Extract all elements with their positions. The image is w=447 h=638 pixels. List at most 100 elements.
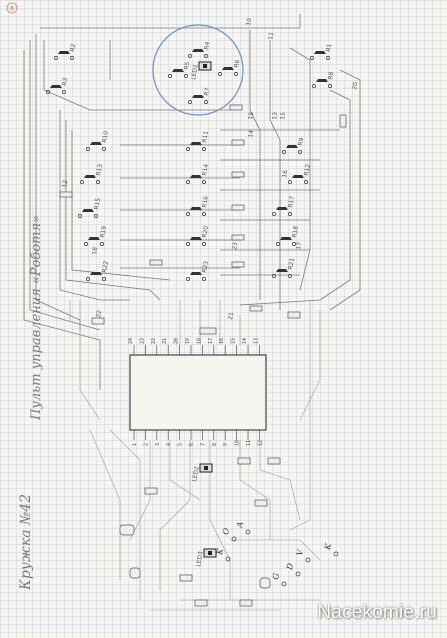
led-label: LED2 <box>191 466 201 483</box>
pin-number: 22 <box>151 338 157 344</box>
resistor <box>237 457 251 465</box>
resistor <box>254 499 268 507</box>
pin-number: 18 <box>196 338 202 344</box>
button-symbol <box>276 269 288 272</box>
button-label: R6 <box>233 59 241 68</box>
contact <box>186 242 190 246</box>
pin-number: 14 <box>242 338 248 344</box>
pin-number: 12 <box>257 440 263 446</box>
button-symbol <box>276 207 288 210</box>
edge-number: 23 <box>231 241 239 250</box>
connector-label: K <box>215 547 225 556</box>
page-number-circle <box>6 2 18 14</box>
button-symbol <box>88 237 100 240</box>
contact <box>80 180 84 184</box>
resistor <box>249 305 263 312</box>
push-button-r21: R21 <box>272 257 296 278</box>
connector-pad <box>225 556 231 562</box>
button-label: R4 <box>203 41 211 50</box>
button-symbol <box>190 237 202 240</box>
button-label: R13 <box>95 163 104 176</box>
edge-number: 16 <box>281 169 289 178</box>
led-led2: LED2 <box>191 463 213 483</box>
contact <box>102 277 106 281</box>
button-label: R2 <box>69 43 77 52</box>
button-label: R16 <box>201 195 210 208</box>
contact <box>204 100 208 104</box>
push-button-r18: R18 <box>276 225 300 246</box>
pin-number: 10 <box>235 440 241 446</box>
contact <box>272 212 276 216</box>
resistor <box>287 311 301 319</box>
button-label: R22 <box>101 260 110 273</box>
contact <box>304 180 308 184</box>
led-label: LED1 <box>190 64 200 81</box>
resistor <box>339 114 347 128</box>
push-button-r11: R11 <box>186 130 210 151</box>
edge-number: 21 <box>227 311 235 320</box>
contact <box>54 56 58 60</box>
pin-number: 21 <box>162 338 168 344</box>
contact <box>288 180 292 184</box>
button-label: R15 <box>93 197 102 210</box>
button-label: R11 <box>201 130 210 143</box>
push-button-r4: R4 <box>188 41 211 58</box>
button-label: R3 <box>61 77 69 86</box>
margin-note: Кружка №42 <box>18 494 34 591</box>
resistor <box>149 259 163 266</box>
contact <box>292 242 296 246</box>
capacitor <box>129 567 141 579</box>
contact <box>312 84 316 88</box>
connector-label: D <box>285 562 295 571</box>
button-label: R17 <box>287 195 296 208</box>
resistor <box>59 191 73 198</box>
resistor <box>267 457 281 465</box>
resistor <box>194 599 208 607</box>
connector-label: V <box>295 548 305 556</box>
button-symbol <box>190 207 202 210</box>
button-symbol <box>90 142 102 145</box>
button-symbol <box>314 51 326 54</box>
push-button-r14: R14 <box>186 163 210 184</box>
contact <box>186 212 190 216</box>
pin-number: 13 <box>253 338 259 344</box>
push-button-r19: R19 <box>84 225 108 246</box>
pin-number: 11 <box>246 440 252 446</box>
connector-pad <box>281 581 287 587</box>
pin-number: 9 <box>223 443 229 446</box>
connector-pad <box>333 551 339 557</box>
contact <box>328 84 332 88</box>
contact <box>188 54 192 58</box>
wiring-traces <box>23 14 361 611</box>
edge-number: 12 <box>61 179 69 188</box>
contact <box>204 54 208 58</box>
push-button-r17: R17 <box>272 195 296 216</box>
push-button-r2: R2 <box>54 43 77 60</box>
pin-number: 15 <box>231 338 237 344</box>
contact <box>186 277 190 281</box>
contact <box>202 277 206 281</box>
contact <box>310 56 314 60</box>
edge-number: 19 <box>247 111 255 120</box>
contact <box>100 242 104 246</box>
contact <box>218 72 222 76</box>
pin-number: 17 <box>208 338 214 344</box>
push-button-r20: R20 <box>186 225 210 246</box>
resistor <box>144 487 158 495</box>
capacitor <box>119 524 135 536</box>
button-label: R9 <box>297 137 305 146</box>
pin-number: 7 <box>200 443 206 446</box>
led-led1: LED1 <box>190 61 212 81</box>
highlight-circle <box>152 24 244 116</box>
button-symbol <box>82 209 94 212</box>
button-symbol <box>90 272 102 275</box>
button-label: R5 <box>183 61 191 70</box>
contact <box>86 277 90 281</box>
contact <box>184 74 188 78</box>
button-label: R10 <box>101 130 110 143</box>
button-label: R19 <box>99 225 108 238</box>
push-button-r15: R15 <box>78 197 102 218</box>
contact <box>326 56 330 60</box>
